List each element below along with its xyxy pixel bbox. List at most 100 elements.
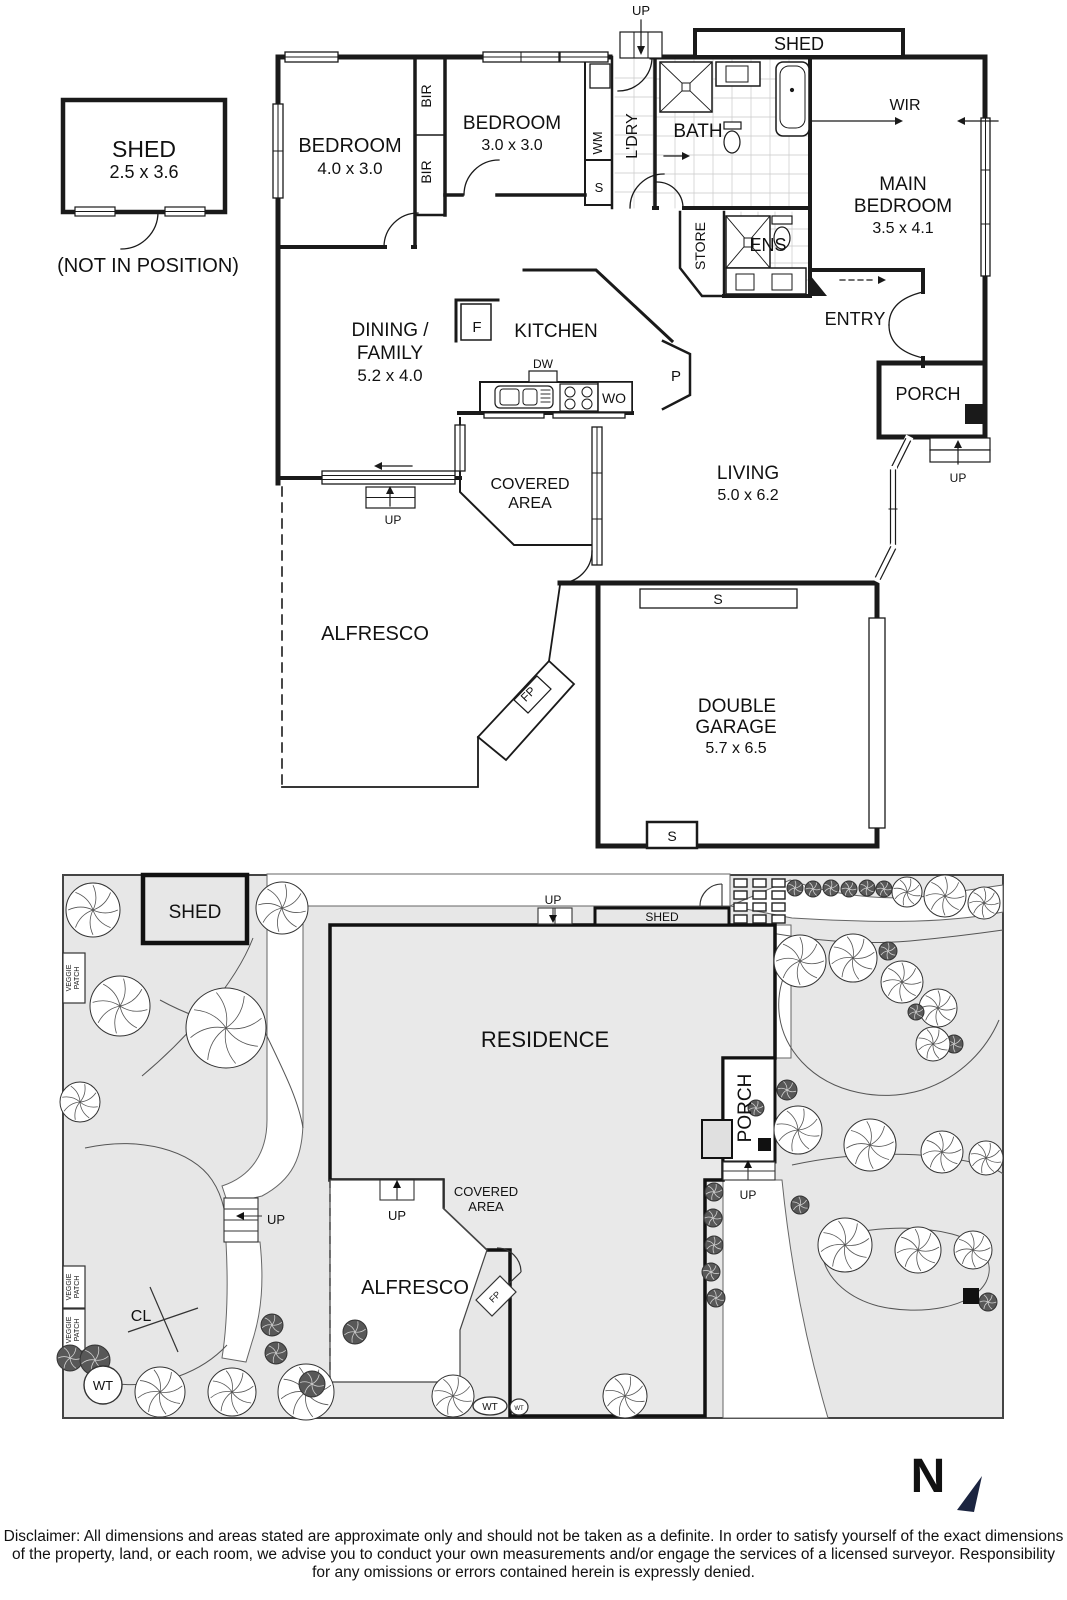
shrub-icon <box>298 1370 326 1398</box>
site-plan: FP VEGGIE PATCH VEGG <box>56 872 1004 1421</box>
dishwasher <box>528 370 558 383</box>
water-tank <box>472 1396 508 1416</box>
washing-machine <box>589 63 611 89</box>
tree-icon <box>953 1230 993 1270</box>
tree-icon <box>89 975 151 1037</box>
entry-door-left <box>888 291 924 326</box>
wo-label: WO <box>602 390 626 406</box>
tree-icon <box>773 934 827 988</box>
covered-area-label1: COVERED <box>490 476 569 493</box>
kitchen-bench <box>460 303 633 413</box>
tree-icon <box>134 1366 186 1418</box>
shrub-icon <box>786 879 804 897</box>
shrub-icon <box>790 1195 810 1215</box>
site-door-arc <box>699 883 723 907</box>
entry-label: ENTRY <box>825 309 886 329</box>
north-arrow: N <box>911 1450 982 1512</box>
toilet <box>771 215 793 225</box>
up-label: UP <box>385 513 402 527</box>
site-covered-label2: AREA <box>468 1199 504 1214</box>
svg-text:VEGGIE: VEGGIE <box>66 964 73 991</box>
shed-label: SHED <box>112 136 176 162</box>
svg-text:PATCH: PATCH <box>74 1319 81 1342</box>
entry-door-right <box>888 324 924 359</box>
tree-icon <box>773 1105 823 1155</box>
laundry-label: L'DRY <box>624 113 641 159</box>
shrub-icon <box>704 1235 724 1255</box>
tree-icon <box>968 1140 1004 1176</box>
tree-icon <box>920 1130 964 1174</box>
north-needle <box>957 1476 982 1512</box>
stairs-arrows <box>365 19 999 509</box>
tree-icon <box>255 881 309 935</box>
bath-label: BATH <box>673 121 722 142</box>
pantry-cabinet <box>661 339 692 411</box>
not-in-position-note: (NOT IN POSITION) <box>57 255 239 277</box>
s-label: S <box>595 180 604 195</box>
shrub-icon <box>704 1182 724 1202</box>
up-label: UP <box>632 3 650 18</box>
disclaimer-line1: Disclaimer: All dimensions and areas sta… <box>3 1528 1064 1545</box>
bir-label: BIR <box>418 160 434 183</box>
shrub-icon <box>706 1288 726 1308</box>
alfresco-label: ALFRESCO <box>321 623 429 645</box>
ens-label: ENS <box>749 235 786 255</box>
storage-s: S <box>667 828 676 844</box>
tree-icon <box>891 876 923 908</box>
alfresco-area <box>329 1179 488 1383</box>
shrub-icon <box>703 1208 723 1228</box>
water-tank <box>509 1398 529 1416</box>
shrub-icon <box>804 880 822 898</box>
disclaimer-line2: of the property, land, or each room, we … <box>11 1546 1056 1564</box>
attached-shed-label: SHED <box>774 34 824 54</box>
shrub-icon <box>701 1262 721 1282</box>
attached-shed <box>693 28 905 59</box>
shrub-icon <box>840 880 858 898</box>
kitchen-label: KITCHEN <box>514 321 597 342</box>
garage-dims: 5.7 x 6.5 <box>705 740 766 757</box>
shrub-icon <box>342 1319 368 1345</box>
shrub-icon <box>978 1292 998 1312</box>
up-label: UP <box>545 893 562 907</box>
svg-text:WT: WT <box>93 1378 113 1393</box>
tree-icon <box>923 874 967 918</box>
bedroom2-label: BEDROOM <box>298 135 401 157</box>
garden-steps <box>223 1197 262 1243</box>
tree-icon <box>967 886 1001 920</box>
svg-text:WT: WT <box>482 1402 498 1413</box>
garage-door <box>868 617 886 829</box>
store-label: STORE <box>692 222 708 270</box>
garden-post <box>963 1288 979 1304</box>
tree-icon <box>880 960 924 1004</box>
main-bedroom-label2: BEDROOM <box>854 196 952 217</box>
tree-icon <box>918 988 958 1028</box>
site-shed <box>140 872 250 946</box>
detached-shed <box>60 97 228 250</box>
tree-icon <box>602 1373 648 1419</box>
storage-s: S <box>713 591 722 607</box>
svg-text:WT: WT <box>514 1406 524 1412</box>
svg-text:VEGGIE: VEGGIE <box>66 1316 73 1343</box>
tree-icon <box>817 1217 873 1273</box>
dining-label1: DINING / <box>351 320 429 341</box>
main-bedroom-label1: MAIN <box>879 174 927 195</box>
up-label: UP <box>267 1212 285 1227</box>
garage-details <box>639 588 886 850</box>
site-attached-shed-label: SHED <box>645 910 679 924</box>
site-porch-label: PORCH <box>735 1074 756 1143</box>
ens-fixtures <box>725 215 807 295</box>
bath-fixtures <box>659 61 810 154</box>
svg-text:PATCH: PATCH <box>74 1276 81 1299</box>
trees <box>56 874 1004 1421</box>
tree-icon <box>843 1118 897 1172</box>
sliding-door <box>321 470 456 485</box>
shrub-icon <box>875 880 893 898</box>
paving-grid <box>733 878 786 924</box>
shrub-icon <box>907 1003 925 1021</box>
wir-label: WIR <box>889 97 920 114</box>
wall-corner <box>810 275 827 296</box>
north-n: N <box>911 1450 946 1503</box>
floor-plan: SHED 2.5 x 3.6 (NOT IN POSITION) SHED <box>57 3 999 850</box>
fridge-label: F <box>472 319 481 336</box>
